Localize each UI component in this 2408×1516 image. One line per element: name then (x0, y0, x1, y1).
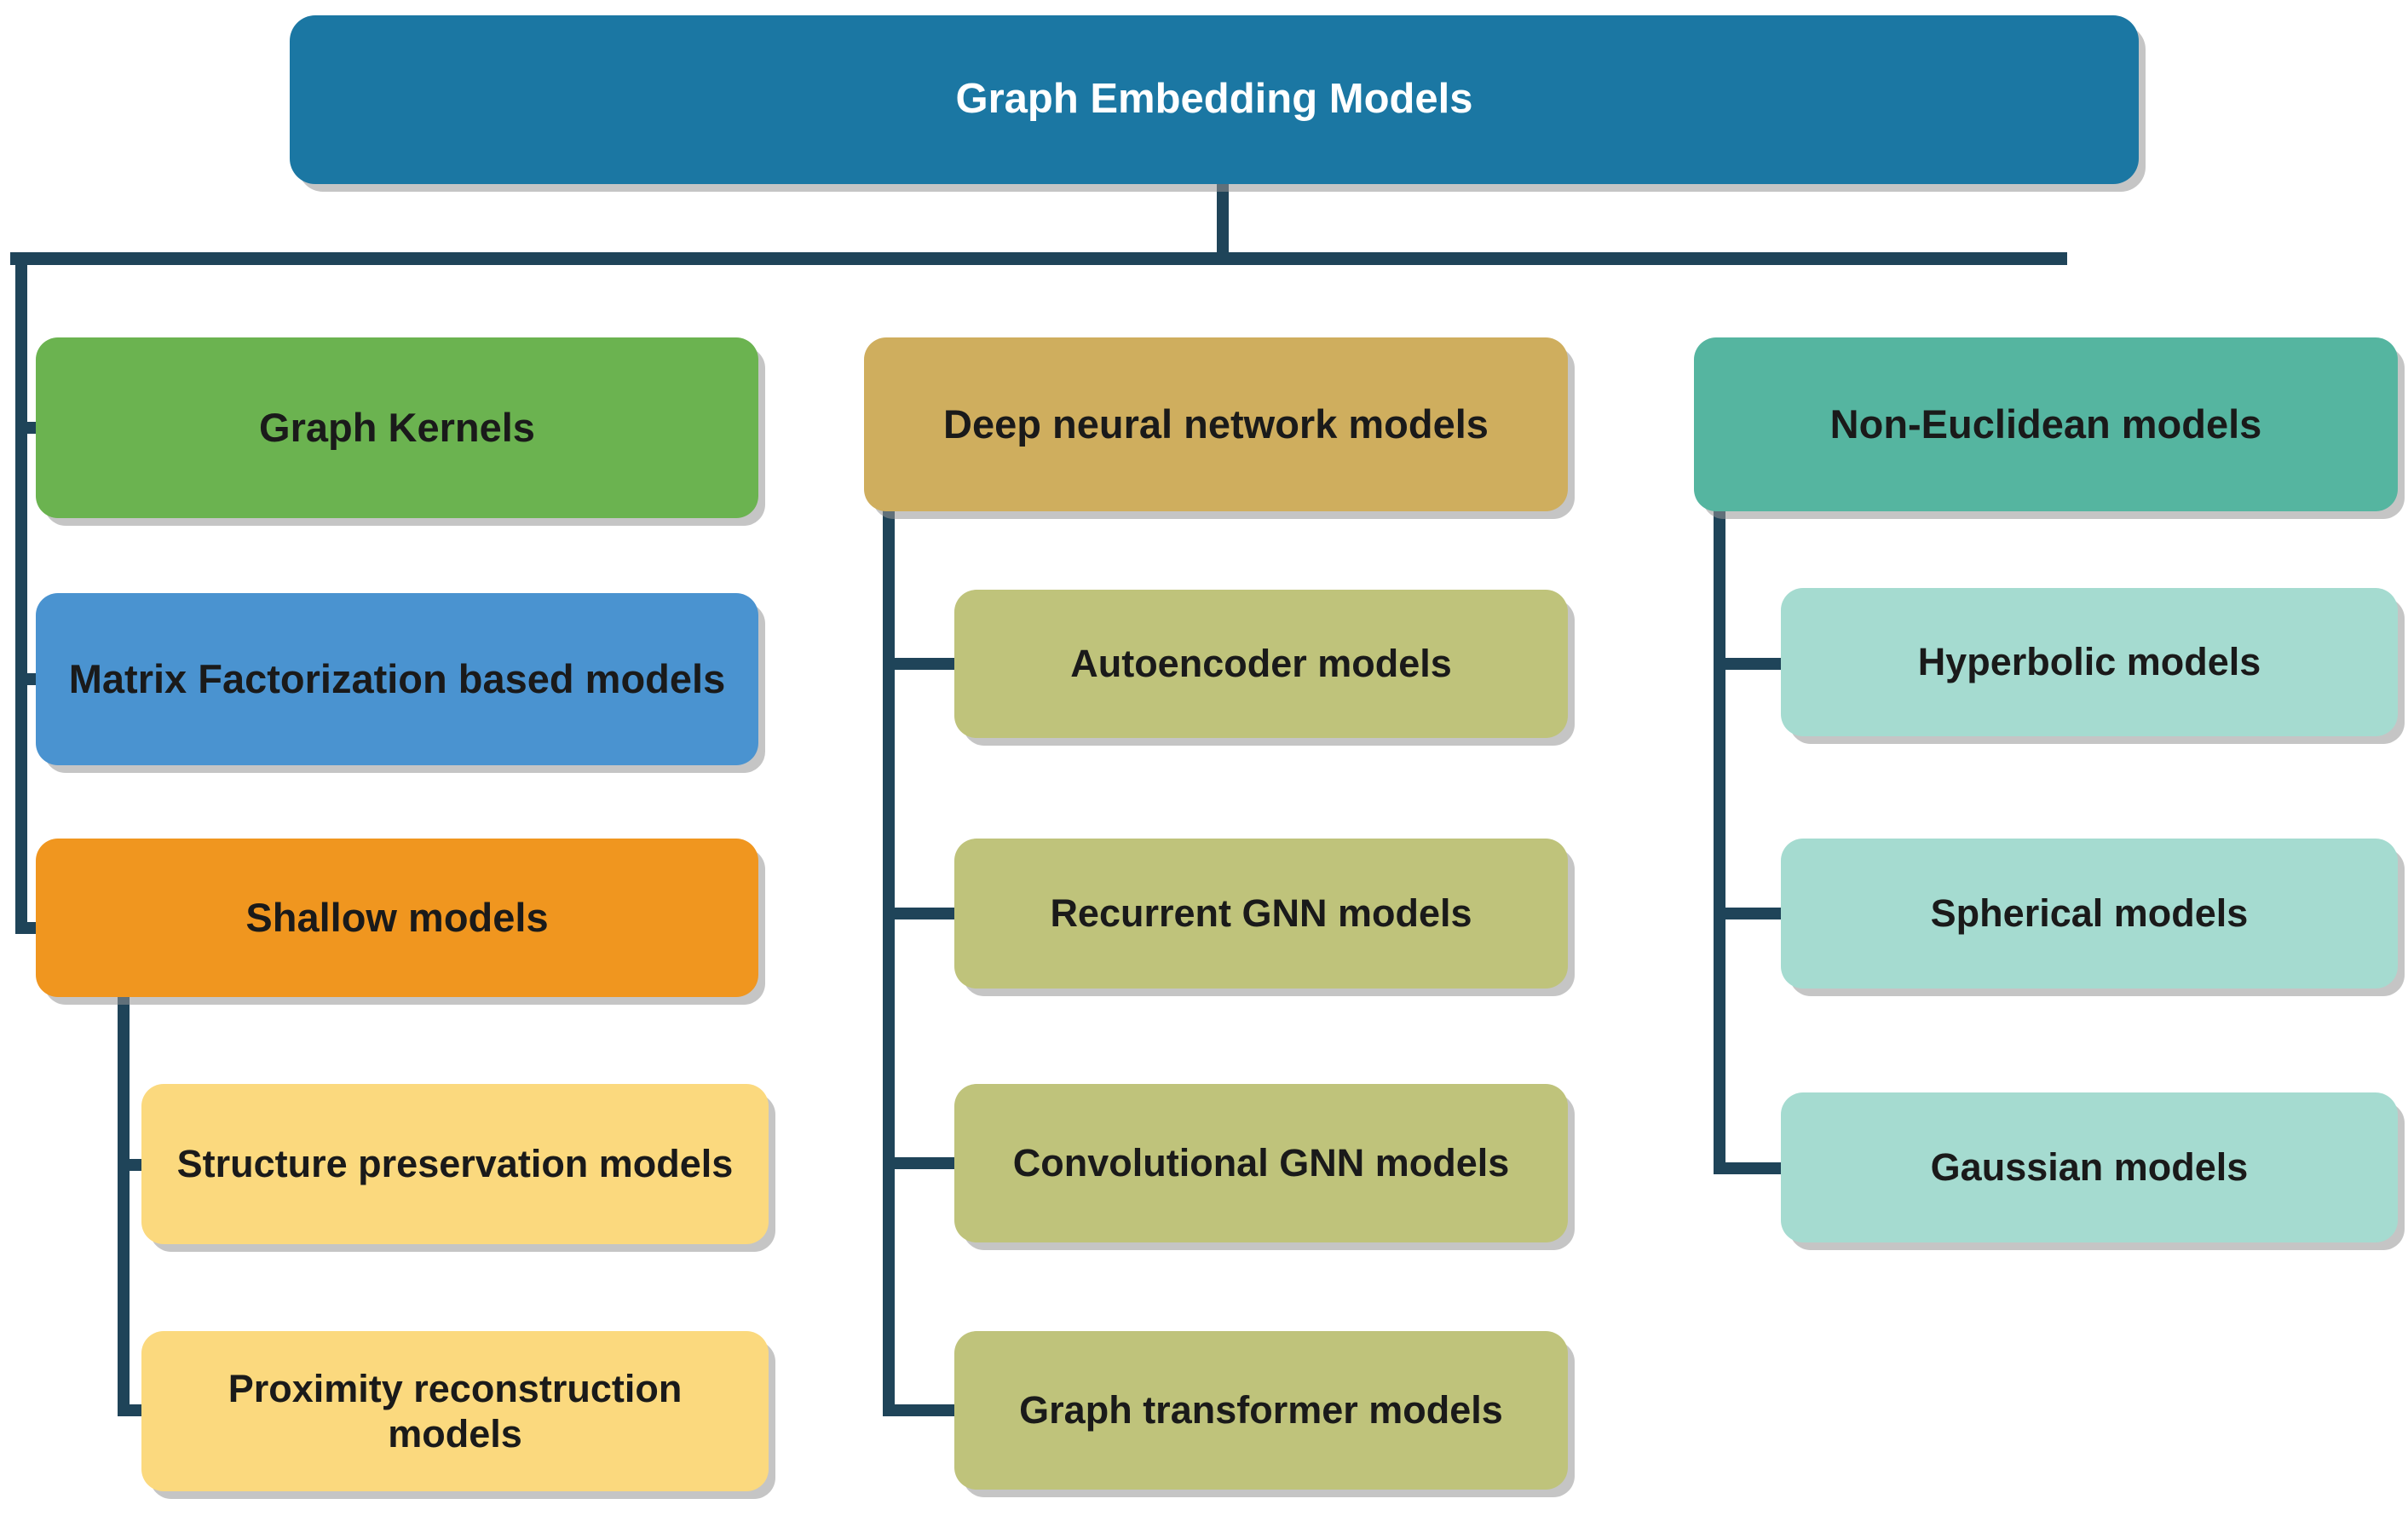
node-spherical-models[interactable]: Spherical models (1781, 839, 2398, 989)
node-label: Hyperbolic models (1917, 640, 2261, 684)
connector-root-drop (1217, 183, 1229, 264)
node-matrix-factorization-based-models[interactable]: Matrix Factorization based models (36, 593, 758, 765)
node-graph-kernels[interactable]: Graph Kernels (36, 337, 758, 518)
node-autoencoder-models[interactable]: Autoencoder models (954, 590, 1568, 738)
node-non-euclidean-models[interactable]: Non-Euclidean models (1694, 337, 2398, 511)
node-label: Graph Embedding Models (955, 76, 1473, 123)
node-label: Recurrent GNN models (1050, 891, 1472, 936)
node-label: Proximity reconstruction models (228, 1366, 683, 1455)
node-label: Non-Euclidean models (1829, 401, 2262, 447)
connector-left-spine (15, 252, 27, 934)
connector-stub-autoencoder (883, 658, 959, 670)
node-hyperbolic-models[interactable]: Hyperbolic models (1781, 588, 2398, 736)
node-label: Spherical models (1930, 891, 2249, 936)
node-root-graph-embedding-models[interactable]: Graph Embedding Models (290, 15, 2139, 184)
connector-stub-convolutional-gnn (883, 1157, 959, 1169)
node-label: Structure preservation models (176, 1142, 734, 1186)
connector-main-bus (10, 252, 2067, 265)
node-label: Shallow models (245, 895, 549, 941)
node-label: Convolutional GNN models (1012, 1141, 1510, 1185)
node-shallow-models[interactable]: Shallow models (36, 839, 758, 997)
node-label: Deep neural network models (943, 401, 1489, 447)
connector-middle-spine (883, 510, 895, 1416)
node-structure-preservation-models[interactable]: Structure preservation models (141, 1084, 769, 1244)
node-label: Autoencoder models (1070, 642, 1452, 686)
node-label: Graph transformer models (1019, 1388, 1503, 1432)
node-label: Graph Kernels (259, 405, 535, 451)
connector-stub-graph-transformer (883, 1404, 959, 1416)
node-gaussian-models[interactable]: Gaussian models (1781, 1092, 2398, 1242)
connector-stub-spherical (1714, 908, 1790, 919)
node-deep-neural-network-models[interactable]: Deep neural network models (864, 337, 1568, 511)
connector-right-spine (1714, 510, 1725, 1174)
node-label: Matrix Factorization based models (68, 656, 726, 702)
node-label: Gaussian models (1930, 1145, 2249, 1190)
connector-stub-hyperbolic (1714, 658, 1790, 670)
node-recurrent-gnn-models[interactable]: Recurrent GNN models (954, 839, 1568, 989)
connector-stub-gaussian (1714, 1162, 1790, 1174)
connector-stub-recurrent-gnn (883, 908, 959, 919)
node-proximity-reconstruction-models[interactable]: Proximity reconstruction models (141, 1331, 769, 1491)
connector-shallow-substem (118, 995, 130, 1416)
node-convolutional-gnn-models[interactable]: Convolutional GNN models (954, 1084, 1568, 1242)
node-graph-transformer-models[interactable]: Graph transformer models (954, 1331, 1568, 1490)
